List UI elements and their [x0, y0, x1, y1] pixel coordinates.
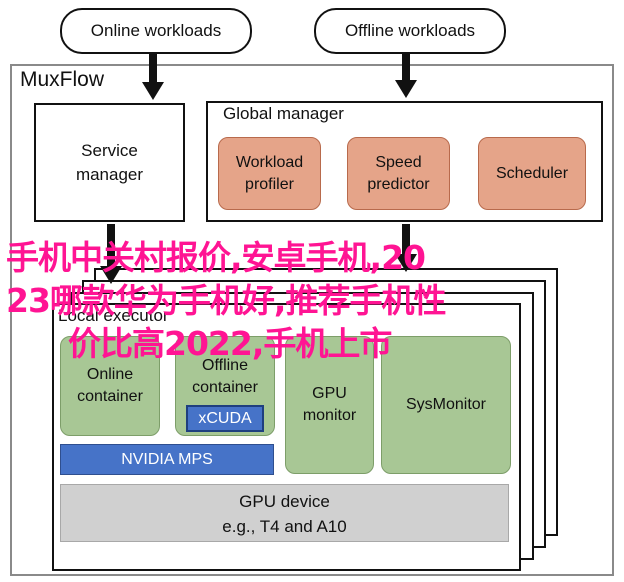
online-workloads-label: Online workloads [90, 21, 222, 40]
local-executor-title: Local executor [58, 306, 169, 325]
gpu-monitor-box: GPU monitor [285, 336, 374, 474]
arrow-down-icon [142, 54, 164, 100]
online-container-box: Online container [60, 336, 160, 436]
overlay-text: 手机中关村报价,安卓手机,20 23哪款华为手机好,推荐手机性 价比高2022,… [6, 236, 618, 365]
overlay-line3: 价比高2022,手机上市 [68, 324, 392, 363]
nvidia-mps-box: NVIDIA MPS [60, 444, 274, 475]
service-manager-line2: manager [75, 164, 144, 184]
sys-monitor-label: SysMonitor [405, 396, 487, 413]
gpu-device-line2: e.g., T4 and A10 [222, 517, 347, 536]
xcuda-box: xCUDA [186, 405, 264, 432]
nvidia-mps-label: NVIDIA MPS [121, 450, 213, 468]
offline-workloads-label: Offline workloads [344, 21, 476, 40]
online-container-line1: Online [86, 366, 134, 383]
overlay-line1: 手机中关村报价,安卓手机,20 [6, 238, 426, 277]
xcuda-label: xCUDA [198, 409, 252, 427]
overlay-line2: 23哪款华为手机好,推荐手机性 [6, 281, 446, 320]
gpu-device-line1: GPU device [239, 492, 330, 511]
arrow-down-icon [395, 224, 417, 272]
arrow-down-icon [100, 224, 122, 284]
workload-profiler-box: Workload profiler [218, 137, 321, 210]
offline-workloads-pill: Offline workloads [314, 8, 506, 54]
workload-profiler-line1: Workload [235, 153, 304, 171]
speed-predictor-box: Speed predictor [347, 137, 450, 210]
gpu-monitor-line1: GPU [312, 385, 347, 402]
scheduler-box: Scheduler [478, 137, 586, 210]
sys-monitor-box: SysMonitor [381, 336, 511, 474]
online-container-line2: container [77, 388, 143, 405]
arrow-down-icon [395, 54, 417, 98]
offline-container-line2: container [192, 379, 258, 396]
gpu-monitor-line2: monitor [302, 407, 357, 424]
service-manager-line1: Service [81, 140, 138, 160]
scheduler-label: Scheduler [495, 164, 569, 182]
service-manager-box: Service manager [34, 103, 185, 222]
online-workloads-pill: Online workloads [60, 8, 252, 54]
speed-predictor-line2: predictor [367, 175, 430, 193]
speed-predictor-line1: Speed [375, 153, 422, 171]
global-manager-title: Global manager [223, 104, 344, 123]
gpu-device-box: GPU device e.g., T4 and A10 [60, 484, 509, 542]
muxflow-title: MuxFlow [20, 68, 105, 91]
offline-container-line1: Offline [202, 357, 248, 374]
workload-profiler-line2: profiler [245, 175, 294, 193]
